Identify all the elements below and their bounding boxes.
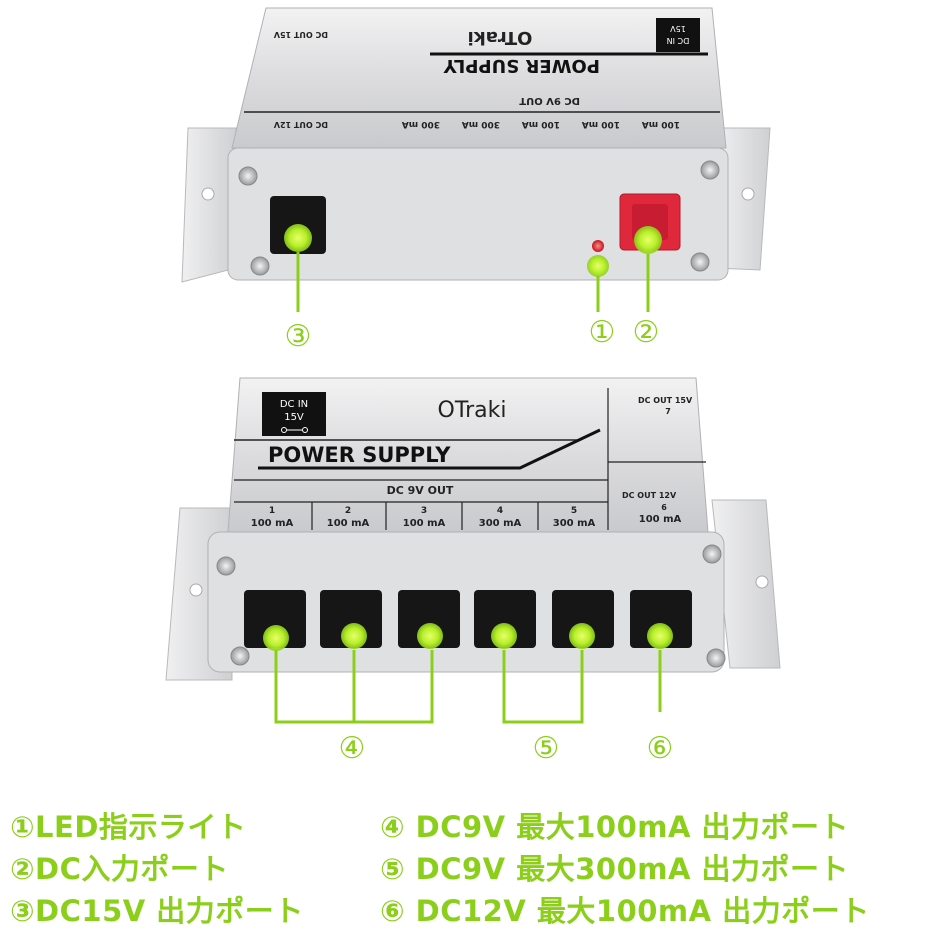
output-jacks [244,590,692,651]
polarity-symbol-icon [281,427,308,433]
svg-text:DC IN: DC IN [667,36,690,45]
svg-text:100 mA: 100 mA [639,514,682,525]
top-dc9v-text: DC 9V OUT [519,95,580,106]
mounting-screw-icon [690,252,710,272]
legend-item-dc-input: ②DC入力ポート [10,852,229,886]
legend-item-led: ①LED指示ライト [10,810,247,844]
bottom-unit: DC IN 15V OTraki POWER SUPPLY DC OUT 15V… [165,377,781,766]
svg-text:300 mA: 300 mA [553,518,596,529]
dc-jack-icon [474,590,536,648]
callout-3: ③ [285,319,312,354]
dc-jack-icon [398,590,460,648]
callout-6: ⑥ [647,731,674,766]
svg-text:300 mA: 300 mA [479,518,522,529]
svg-text:100 mA: 100 mA [251,518,294,529]
dcin-line2: 15V [284,412,304,423]
mounting-screw-icon [238,166,258,186]
mounting-screw-icon [700,160,720,180]
legend: ①LED指示ライト ②DC入力ポート ③DC15V 出力ポート ④ DC9V 最… [0,790,940,942]
svg-text:300 mA: 300 mA [462,119,500,129]
bottom-label-print: DC IN 15V OTraki POWER SUPPLY DC OUT 15V… [234,388,706,530]
mounting-screw-icon [230,646,250,666]
svg-text:100 mA: 100 mA [403,518,446,529]
svg-text:1: 1 [269,506,275,516]
port-highlight [284,224,312,252]
dcin-box [262,392,326,436]
port6-label: DC OUT 12V [622,491,677,500]
svg-text:100 mA: 100 mA [642,119,680,129]
dcin-line1: DC IN [280,399,308,410]
dc9v-header: DC 9V OUT [387,484,454,497]
svg-text:7: 7 [665,407,671,416]
svg-text:6: 6 [661,503,667,512]
mounting-screw-icon [250,256,270,276]
svg-text:100 mA: 100 mA [327,518,370,529]
brand-text: OTraki [438,398,507,423]
svg-text:5: 5 [571,506,577,516]
product-text: POWER SUPPLY [268,443,451,467]
legend-item-dc15v: ③DC15V 出力ポート [10,894,304,928]
top-dcin-box [656,18,700,52]
dc-jack-icon [552,590,614,648]
mounting-screw-icon [216,556,236,576]
svg-text:2: 2 [345,506,351,516]
top-product-text: POWER SUPPLY [443,55,600,76]
svg-text:100 mA: 100 mA [522,119,560,129]
callout-2: ② [633,315,660,350]
svg-text:300 mA: 300 mA [402,119,440,129]
svg-text:DC OUT 15V: DC OUT 15V [273,30,328,39]
top-brand-text: OTraki [468,27,533,48]
svg-text:4: 4 [497,506,503,516]
svg-text:100 mA: 100 mA [582,119,620,129]
legend-item-dc12v: ⑥ DC12V 最大100mA 出力ポート [380,894,870,928]
legend-item-dc9v-100: ④ DC9V 最大100mA 出力ポート [380,810,850,844]
mounting-screw-icon [702,544,722,564]
legend-item-dc9v-300: ⑤ DC9V 最大300mA 出力ポート [380,852,850,886]
port7-label: DC OUT 15V [638,396,693,405]
callout-5: ⑤ [533,731,560,766]
dc-jack-icon [630,590,692,648]
top-unit: OTraki POWER SUPPLY DC 9V OUT 100 mA 100… [181,7,771,354]
svg-text:15V: 15V [670,24,686,33]
svg-text:3: 3 [421,506,427,516]
callout-1: ① [589,315,616,350]
top-panel [231,7,727,149]
svg-text:DC OUT 12V: DC OUT 12V [273,120,328,129]
mounting-screw-icon [706,648,726,668]
callout-4: ④ [339,731,366,766]
led-indicator-icon [592,240,604,252]
dc-jack-icon [244,590,306,648]
top-label-print: OTraki POWER SUPPLY DC 9V OUT 100 mA 100… [244,18,720,129]
